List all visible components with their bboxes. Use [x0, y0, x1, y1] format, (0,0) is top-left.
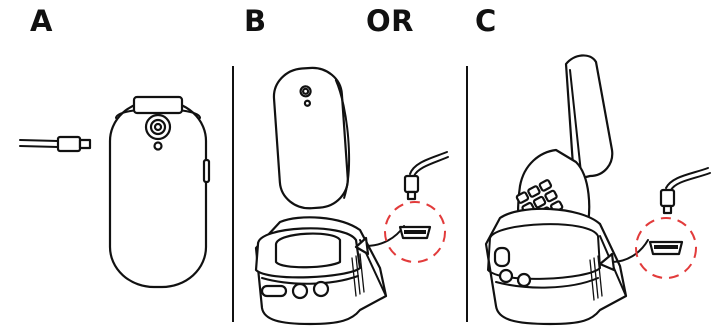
usb-cable-a	[20, 137, 90, 151]
charging-cradle-b	[256, 217, 386, 324]
usb-cable-b	[405, 152, 448, 199]
phone-back-a	[110, 97, 209, 287]
panel-c	[486, 55, 710, 324]
port-zoom-b	[385, 202, 445, 262]
port-zoom-c	[636, 218, 696, 278]
panel-a	[20, 97, 209, 287]
panel-b	[256, 66, 448, 324]
arrow-icon-b	[356, 226, 404, 254]
phone-floating-b	[272, 66, 353, 211]
usb-cable-c	[661, 168, 710, 213]
